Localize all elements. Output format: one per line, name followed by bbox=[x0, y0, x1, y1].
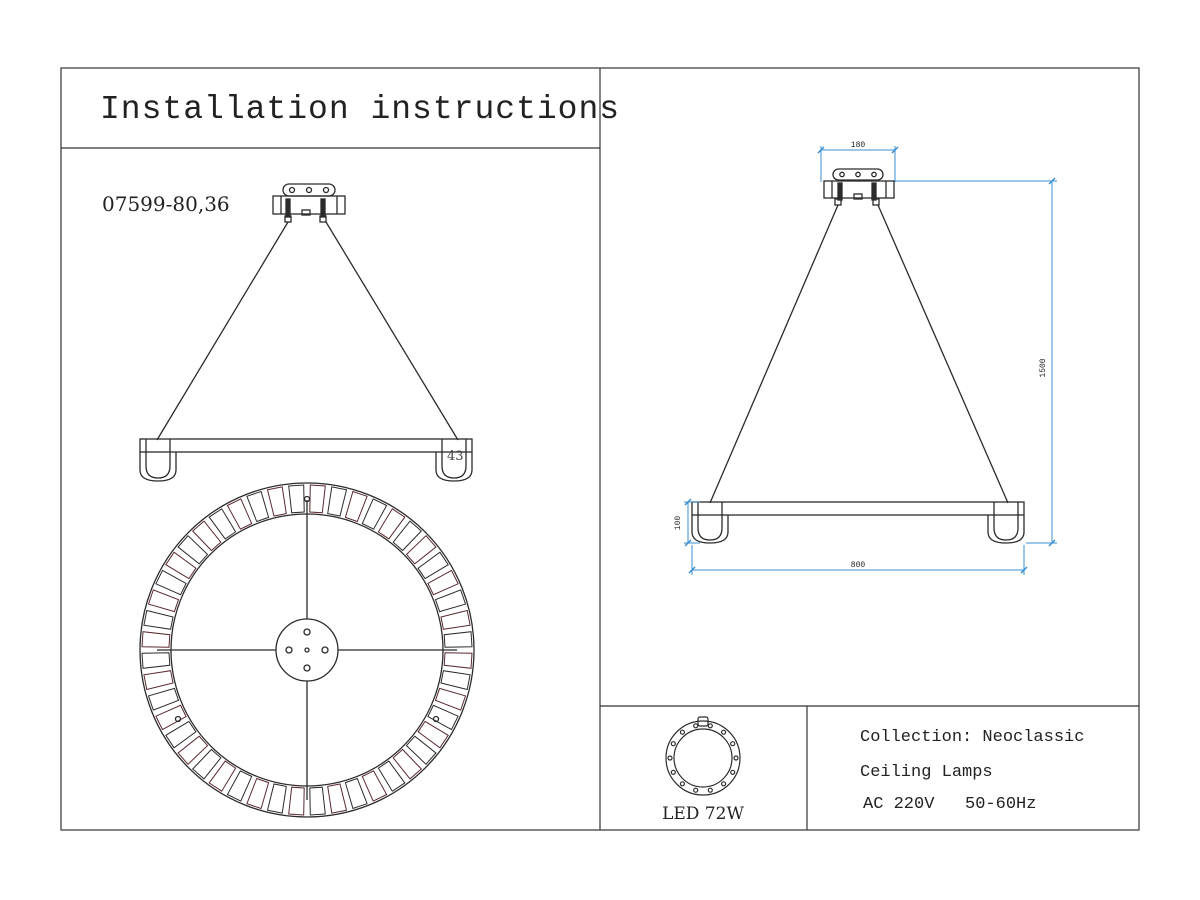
dim-base-width: 180 bbox=[851, 141, 866, 150]
right-ring-profile bbox=[691, 501, 1025, 544]
crystal-segment bbox=[226, 498, 253, 530]
crystal-segment bbox=[226, 770, 253, 802]
crystal-segment bbox=[392, 520, 423, 552]
crystal-segment bbox=[377, 760, 406, 792]
crystal-segment bbox=[440, 670, 471, 691]
crystal-segment bbox=[288, 484, 305, 514]
left-ring-profile bbox=[139, 438, 473, 482]
crystal-segment bbox=[141, 652, 171, 669]
crystal-segment bbox=[266, 783, 287, 814]
led-chip-dot bbox=[720, 781, 727, 787]
dimension-lines bbox=[684, 146, 1057, 575]
crystal-segment bbox=[443, 652, 473, 669]
crystal-segment bbox=[143, 609, 174, 630]
crystal-segment bbox=[434, 589, 467, 613]
crystal-segment bbox=[344, 777, 368, 810]
crystal-segment bbox=[405, 735, 437, 766]
page-title: Installation instructions bbox=[100, 91, 620, 128]
led-chip-dot bbox=[730, 741, 736, 747]
crystal-segment bbox=[141, 631, 171, 648]
led-chip-dot bbox=[707, 787, 713, 793]
left-canopy bbox=[272, 183, 346, 223]
crystal-segment bbox=[266, 486, 287, 517]
crystal-segment bbox=[361, 498, 388, 530]
dim-height: 1500 bbox=[1039, 358, 1048, 377]
crystal-segment bbox=[427, 569, 459, 596]
led-chip-dots bbox=[667, 723, 739, 793]
crystal-segment bbox=[327, 783, 348, 814]
led-chip-dot bbox=[667, 755, 673, 761]
side-view-label: 43 bbox=[447, 449, 464, 464]
dim-ring-height: 100 bbox=[674, 516, 683, 531]
top-view-ring bbox=[139, 482, 475, 818]
crystal-segment bbox=[377, 508, 406, 540]
crystal-segment bbox=[434, 687, 467, 711]
led-chip-dot bbox=[720, 729, 727, 735]
left-side-view bbox=[139, 183, 473, 482]
led-chip-dot bbox=[679, 729, 686, 735]
crystal-segment bbox=[309, 786, 326, 816]
crystal-segment bbox=[208, 508, 237, 540]
crystal-segment bbox=[417, 551, 449, 580]
crystal-segment bbox=[361, 770, 388, 802]
led-chip-dot bbox=[693, 723, 699, 729]
right-wire-a bbox=[709, 204, 839, 504]
crystal-segments bbox=[141, 484, 473, 816]
crystal-segment bbox=[177, 735, 209, 766]
led-chip-dot bbox=[670, 741, 676, 747]
crystal-segment bbox=[327, 486, 348, 517]
crystal-segment bbox=[288, 786, 305, 816]
dim-diameter: 800 bbox=[851, 561, 866, 570]
crystal-segment bbox=[405, 534, 437, 565]
sheet-frame bbox=[60, 67, 1140, 831]
crystal-segment bbox=[191, 748, 222, 780]
led-label: LED 72W bbox=[662, 804, 744, 824]
crystal-segment bbox=[392, 748, 423, 780]
crystal-segment bbox=[246, 777, 270, 810]
crystal-segment bbox=[165, 551, 197, 580]
crystal-segment bbox=[155, 569, 187, 596]
crystal-segment bbox=[440, 609, 471, 630]
crystal-segment bbox=[443, 631, 473, 648]
crystal-segment bbox=[309, 484, 326, 514]
spec-collection: Collection: Neoclassic bbox=[860, 728, 1084, 747]
crystal-segment bbox=[147, 687, 180, 711]
led-chip-dot bbox=[733, 755, 739, 761]
crystal-segment bbox=[208, 760, 237, 792]
center-hub bbox=[275, 618, 339, 682]
left-wire-b bbox=[325, 221, 459, 441]
crystal-segment bbox=[143, 670, 174, 691]
crystal-segment bbox=[165, 720, 197, 749]
right-canopy bbox=[823, 168, 895, 206]
led-chip-dot bbox=[679, 781, 686, 787]
crystal-segment bbox=[427, 704, 459, 731]
led-chip-dot bbox=[707, 723, 713, 729]
model-code: 07599-80,36 bbox=[102, 192, 230, 216]
led-ring-icon bbox=[665, 716, 741, 796]
dimension-ticks bbox=[684, 146, 1056, 574]
crystal-segment bbox=[191, 520, 222, 552]
spec-category: Ceiling Lamps bbox=[860, 763, 993, 782]
led-chip-dot bbox=[670, 769, 676, 775]
crystal-segment bbox=[417, 720, 449, 749]
right-wire-b bbox=[877, 204, 1009, 504]
left-wire-a bbox=[156, 221, 289, 441]
crystal-segment bbox=[246, 490, 270, 523]
led-chip-dot bbox=[730, 769, 736, 775]
spec-power: AC 220V 50-60Hz bbox=[863, 795, 1036, 814]
crystal-segment bbox=[177, 534, 209, 565]
crystal-segment bbox=[147, 589, 180, 613]
ring-outer-edge bbox=[139, 482, 475, 818]
crystal-segment bbox=[344, 490, 368, 523]
led-chip-dot bbox=[693, 787, 699, 793]
right-dimensioned-view bbox=[691, 168, 1025, 544]
